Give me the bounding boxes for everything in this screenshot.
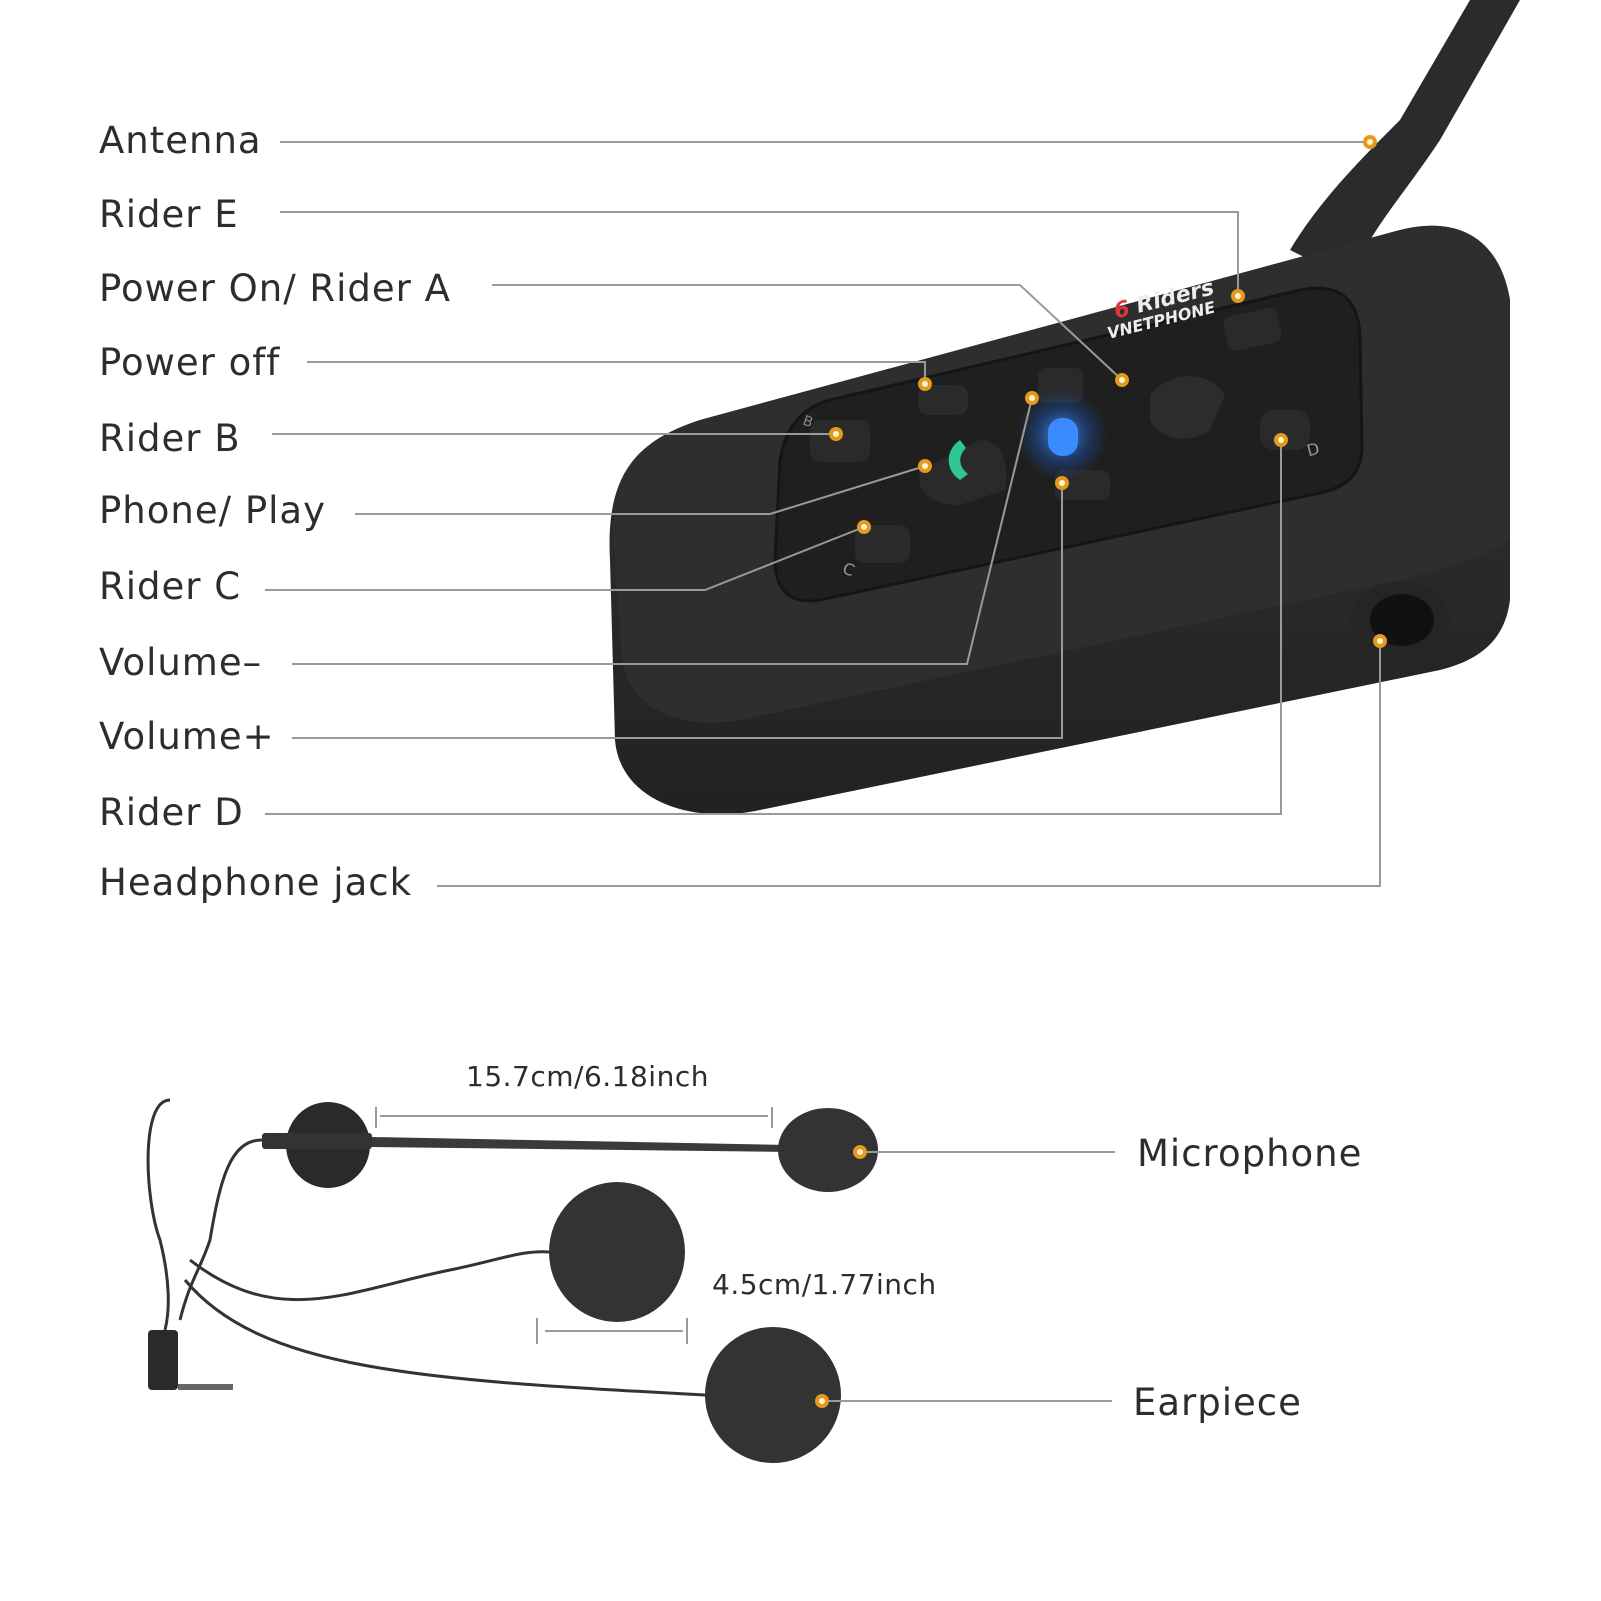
earpiece-diameter-dimension: 4.5cm/1.77inch xyxy=(712,1268,937,1301)
label-volume-minus: Volume– xyxy=(99,641,263,684)
earpiece-foam-2 xyxy=(705,1327,841,1463)
button-d xyxy=(1260,410,1310,450)
phone-icon xyxy=(948,440,968,480)
label-phone-play: Phone/ Play xyxy=(99,489,327,532)
mic-length-dimension: 15.7cm/6.18inch xyxy=(466,1060,709,1093)
callout-markers xyxy=(815,135,1387,1408)
label-rider-d: Rider D xyxy=(99,791,244,834)
button-c xyxy=(855,525,910,563)
cable xyxy=(178,1138,706,1397)
label-microphone: Microphone xyxy=(1137,1132,1363,1175)
button-rider-a xyxy=(1150,376,1225,439)
button-b xyxy=(810,420,870,462)
label-power-off: Power off xyxy=(99,341,281,384)
label-earpiece: Earpiece xyxy=(1133,1381,1302,1424)
label-rider-c: Rider C xyxy=(99,565,242,608)
mic-boom xyxy=(372,1137,790,1152)
label-rider-e: Rider E xyxy=(99,193,239,236)
label-headphone-jack: Headphone jack xyxy=(99,861,413,904)
label-volume-plus: Volume+ xyxy=(99,715,275,758)
label-rider-b: Rider B xyxy=(99,417,241,460)
earpiece-foam-1 xyxy=(549,1182,685,1322)
mic-foam xyxy=(778,1108,878,1192)
status-led xyxy=(1048,418,1078,456)
audio-plug xyxy=(148,1330,178,1390)
antenna xyxy=(1290,0,1520,280)
button-rider-e xyxy=(1223,308,1282,351)
label-power-on-rider-a: Power On/ Rider A xyxy=(99,267,451,310)
button-power-off xyxy=(918,385,968,415)
leader-lines xyxy=(265,141,1381,1402)
label-antenna: Antenna xyxy=(99,119,262,162)
